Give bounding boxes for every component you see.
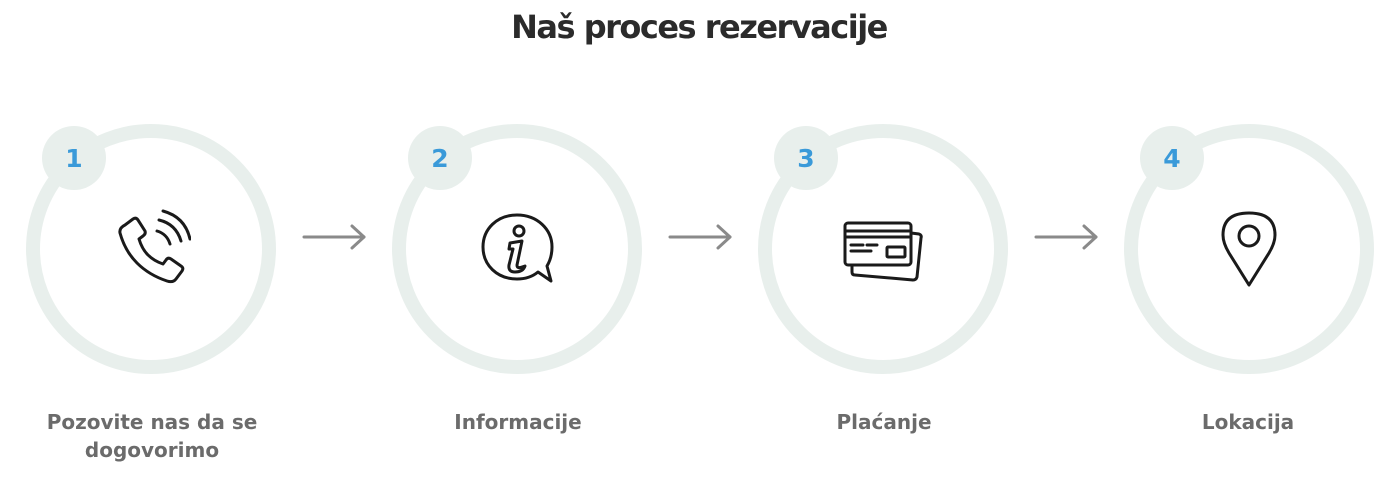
step-information: 2 (392, 124, 642, 374)
step-payment: 3 (758, 124, 1008, 374)
step-label-location: Lokacija (1201, 410, 1295, 434)
step-label-information: Informacije (454, 410, 582, 434)
step-label-call: Pozovite nas da se dogovorimo (46, 410, 258, 462)
credit-card-icon (843, 209, 923, 289)
step-arrow-icon (668, 222, 734, 252)
page-title: Naš proces rezervacije (511, 8, 888, 46)
step-number-badge: 4 (1140, 126, 1204, 190)
step-arrow-icon (1034, 222, 1100, 252)
info-chat-icon (477, 209, 557, 289)
phone-call-icon (111, 209, 191, 289)
step-number-badge: 3 (774, 126, 838, 190)
step-number-badge: 1 (42, 126, 106, 190)
step-label-payment: Plaćanje (836, 410, 932, 434)
location-pin-icon (1209, 209, 1289, 289)
step-arrow-icon (302, 222, 368, 252)
step-number-badge: 2 (408, 126, 472, 190)
step-location: 4 (1124, 124, 1374, 374)
step-call: 1 (26, 124, 276, 374)
